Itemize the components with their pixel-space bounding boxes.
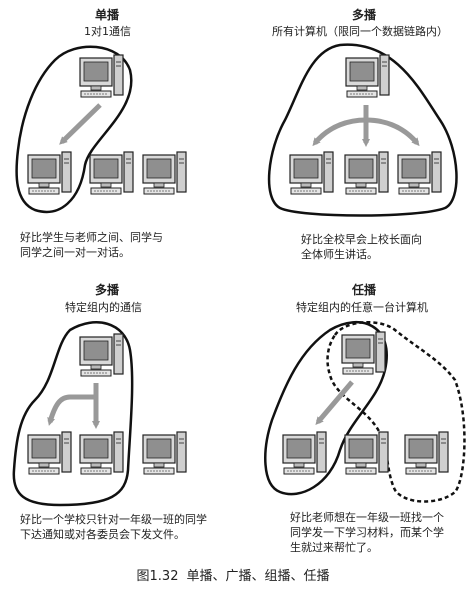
- arrow-icon: [365, 117, 420, 147]
- computer-icon: [142, 431, 187, 475]
- computer-icon: [397, 151, 442, 195]
- computer-icon: [89, 151, 134, 195]
- multicast-diagram: [12, 321, 187, 507]
- arrow-icon: [59, 103, 102, 145]
- sender-computer-icon: [79, 54, 124, 98]
- multicast-group-outline: [12, 321, 134, 507]
- figure-text: 单播、广播、组播、任播: [186, 569, 330, 584]
- broadcast-caption-line2: 全体师生讲话。: [301, 248, 378, 261]
- multicast-caption-line1: 好比一个学校只针对一年级一班的同学: [20, 513, 207, 526]
- anycast-caption-line3: 生就过来帮忙了。: [290, 541, 378, 554]
- member-computer-icon: [27, 431, 72, 475]
- computer-icon: [344, 431, 389, 475]
- broadcast-diagram: [267, 43, 458, 217]
- multicast-caption-line2: 下达通知或对各委员会下发文件。: [20, 528, 185, 541]
- broadcast-group-outline: [267, 43, 458, 217]
- computer-icon: [344, 151, 389, 195]
- unicast-caption-line2: 同学之间一对一对话。: [20, 246, 130, 259]
- computer-icon: [289, 151, 334, 195]
- anycast-diagram: [264, 320, 466, 503]
- arrow-icon: [47, 394, 96, 426]
- computer-icon: [142, 151, 187, 195]
- sender-computer-icon: [341, 331, 386, 375]
- figure-number: 图1.32: [136, 569, 179, 584]
- receiver-computer-icon: [27, 151, 72, 195]
- sender-computer-icon: [345, 54, 390, 98]
- anycast-subtitle: 特定组内的任意一台计算机: [296, 301, 428, 314]
- sender-computer-icon: [79, 333, 124, 377]
- responder-computer-icon: [282, 431, 327, 475]
- anycast-title: 任播: [352, 283, 377, 297]
- broadcast-subtitle: 所有计算机（限同一个数据链路内）: [272, 25, 448, 38]
- unicast-diagram: [15, 45, 187, 214]
- anycast-dotted-outline: [326, 320, 466, 503]
- anycast-group-outline: [264, 320, 388, 496]
- multicast-subtitle: 特定组内的通信: [65, 301, 142, 314]
- figure-caption: 图1.32 单播、广播、组播、任播: [0, 565, 474, 584]
- computer-icon: [404, 431, 449, 475]
- broadcast-caption-line1: 好比全校早会上校长面向: [301, 233, 422, 246]
- anycast-caption-line2: 同学发一下学习材料，而某个学: [290, 526, 444, 539]
- unicast-group-outline: [15, 45, 133, 214]
- broadcast-title: 多播: [352, 8, 377, 22]
- anycast-caption-line1: 好比老师想在一年级一班找一个: [290, 511, 444, 524]
- member-computer-icon: [79, 431, 124, 475]
- unicast-caption-line1: 好比学生与老师之间、同学与: [20, 231, 163, 244]
- multicast-title: 多播: [95, 283, 120, 297]
- arrow-icon: [312, 117, 367, 147]
- unicast-subtitle: 1对1通信: [84, 25, 131, 38]
- arrow-icon: [315, 380, 354, 426]
- unicast-title: 单播: [95, 8, 120, 22]
